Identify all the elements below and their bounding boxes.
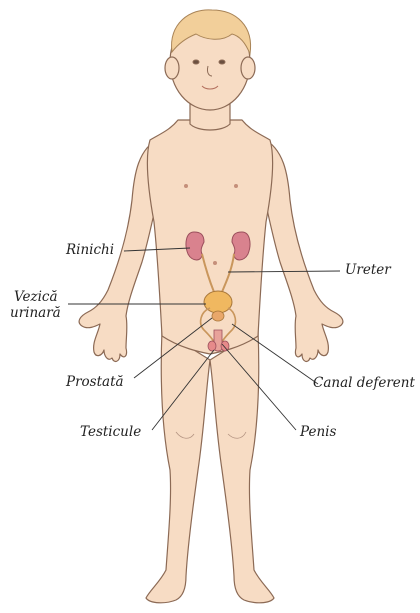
left-nipple bbox=[184, 184, 188, 188]
left-kidney bbox=[186, 232, 204, 260]
label-ureter: Ureter bbox=[345, 263, 391, 278]
left-ear bbox=[165, 57, 179, 79]
right-nipple bbox=[234, 184, 238, 188]
label-prostate: Prostată bbox=[66, 375, 124, 390]
right-arm bbox=[262, 138, 343, 361]
right-eye bbox=[219, 60, 225, 64]
torso bbox=[147, 120, 272, 354]
label-bladder-line2: urinară bbox=[10, 306, 61, 321]
label-bladder-line1: Vezică bbox=[14, 290, 58, 305]
label-kidneys: Rinichi bbox=[66, 243, 114, 258]
label-penis: Penis bbox=[300, 425, 336, 440]
label-testicles: Testicule bbox=[80, 425, 141, 440]
right-leg bbox=[210, 330, 274, 603]
left-leg bbox=[146, 330, 210, 603]
right-ear bbox=[241, 57, 255, 79]
navel bbox=[213, 261, 217, 265]
left-eye bbox=[193, 60, 199, 64]
right-testicle bbox=[221, 341, 229, 351]
left-testicle bbox=[208, 341, 216, 351]
prostate bbox=[212, 311, 224, 321]
label-vas-deferens: Canal deferent bbox=[313, 376, 415, 391]
